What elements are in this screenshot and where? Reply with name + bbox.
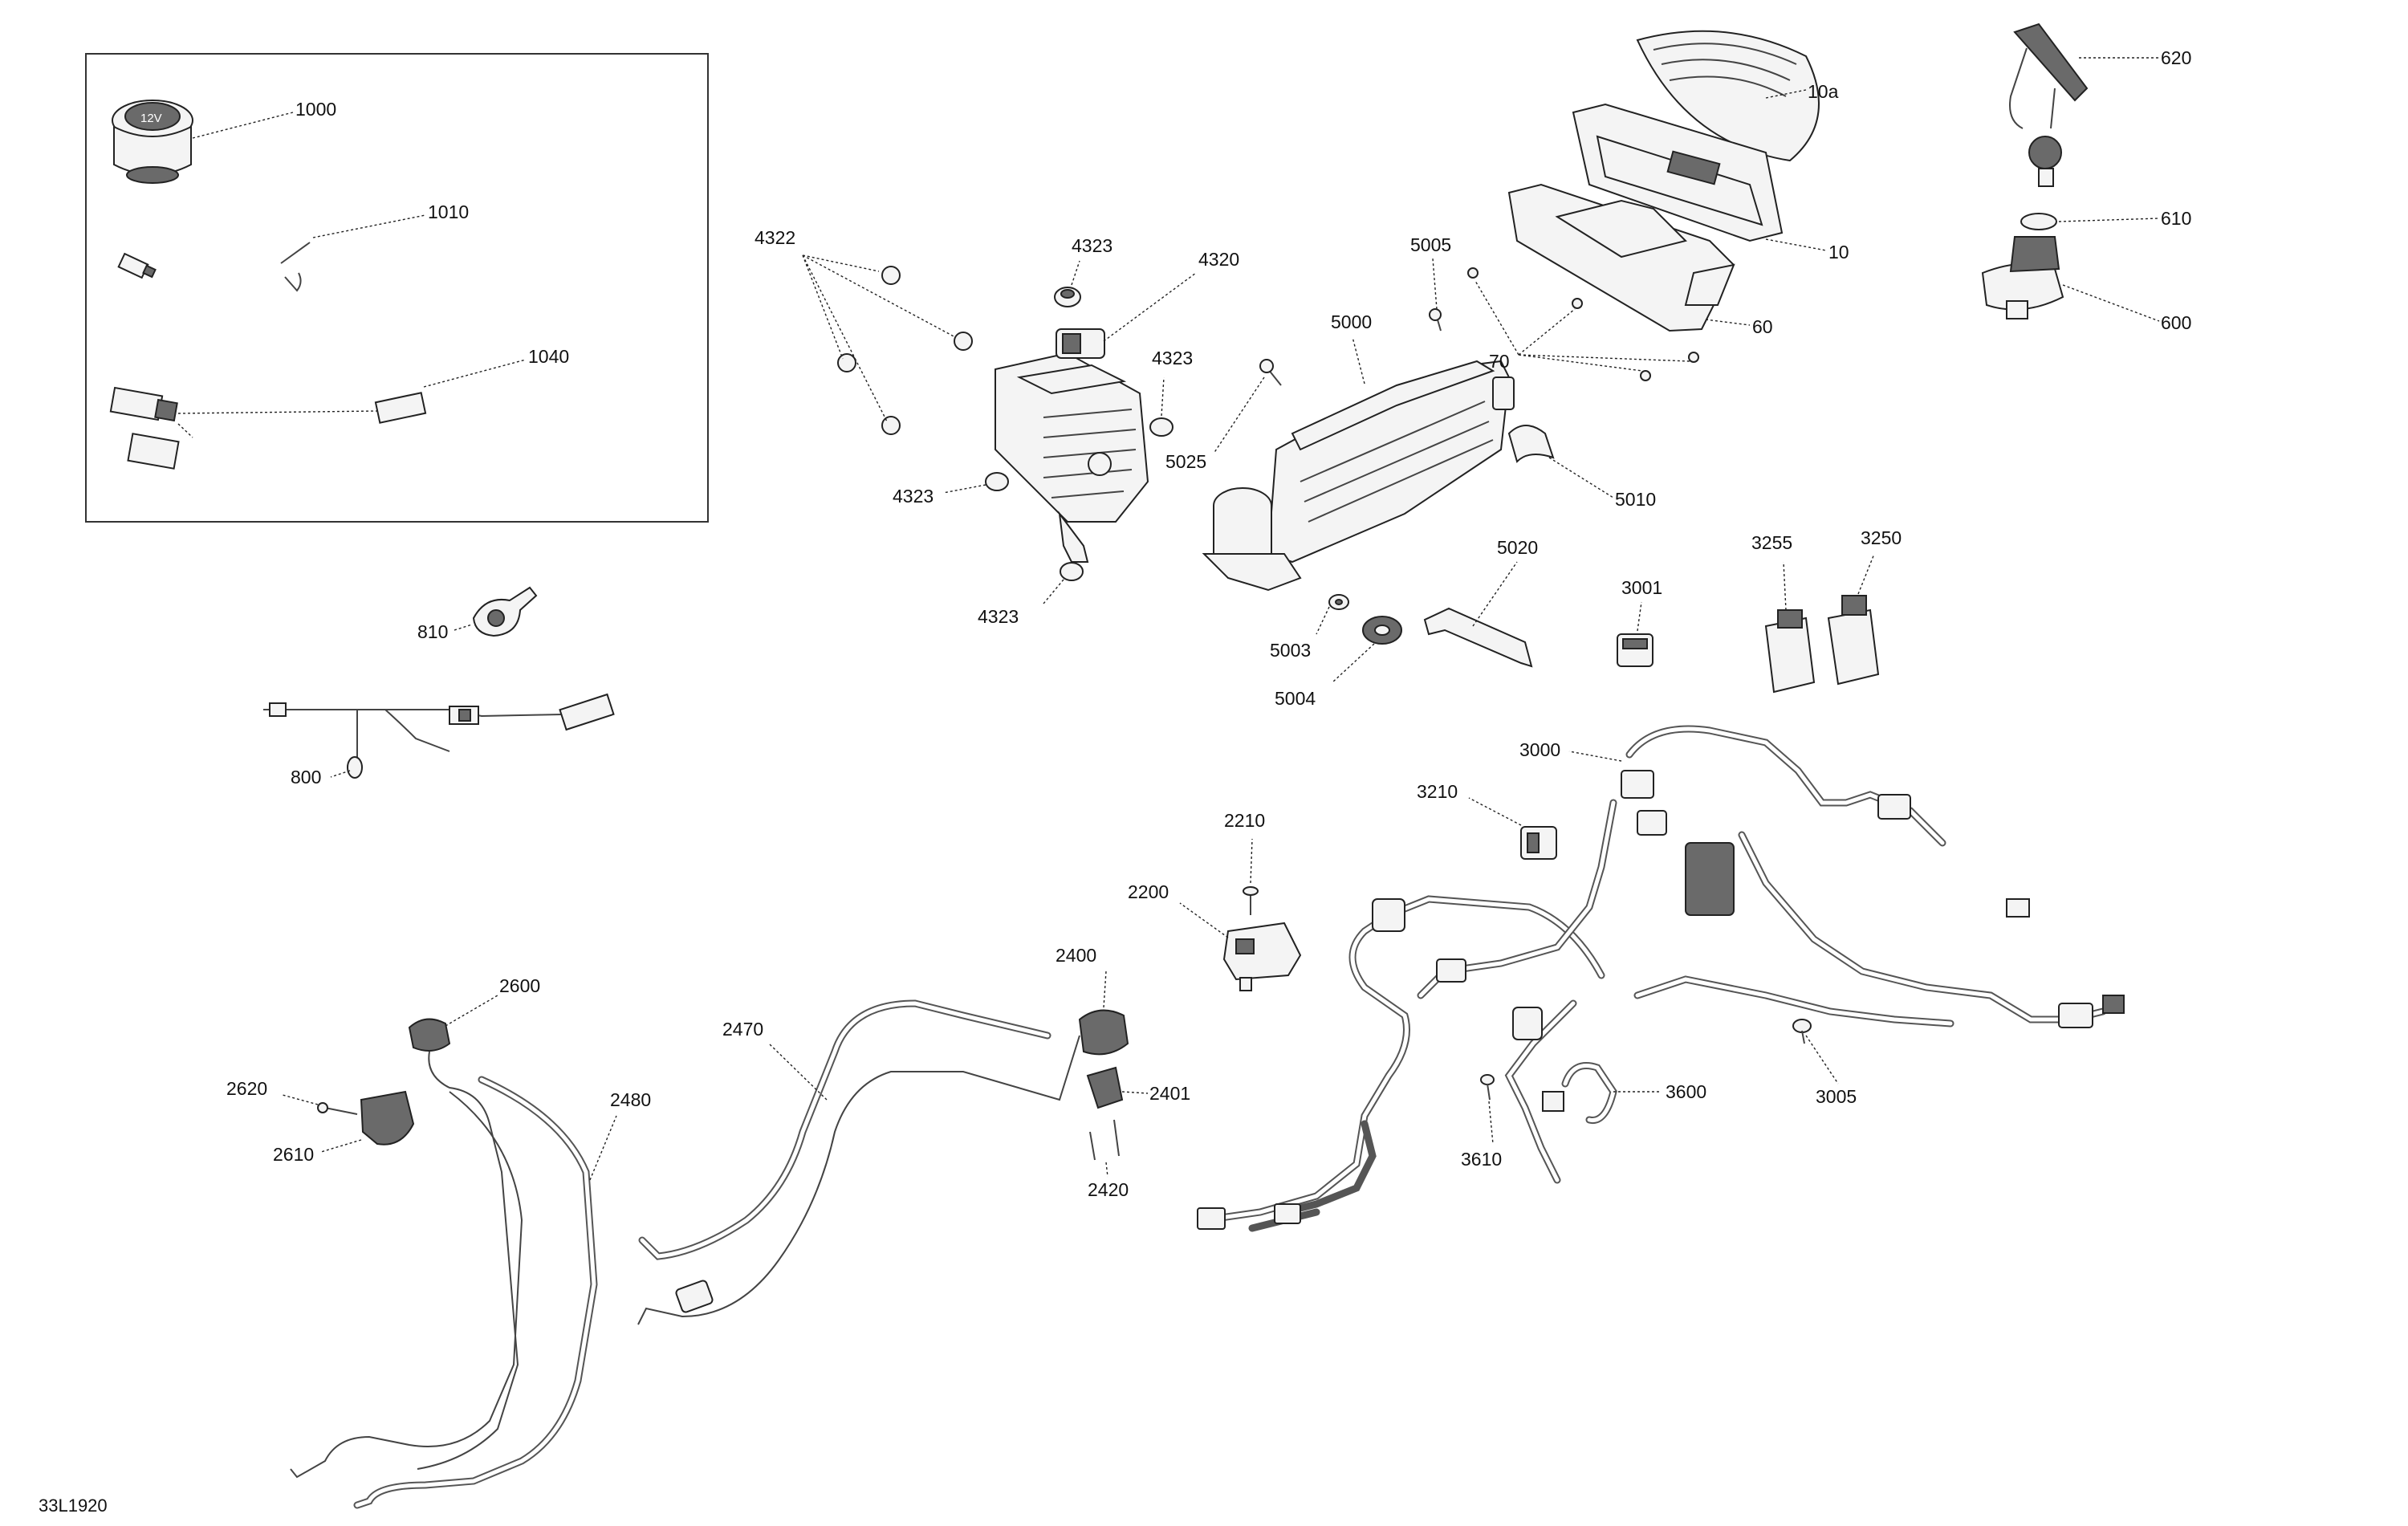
nut-610	[2020, 213, 2057, 230]
callout-1010: 1010	[428, 201, 469, 222]
vent-hose-2480	[290, 1076, 598, 1509]
housing-60	[1507, 183, 1735, 332]
callout-2420: 2420	[1088, 1179, 1129, 1200]
screws-2420	[1089, 1119, 1120, 1161]
vent-hose-2470	[637, 999, 1080, 1325]
callout-2480: 2480	[610, 1089, 651, 1110]
callout-2210: 2210	[1224, 810, 1265, 831]
switch-3255	[1764, 609, 1816, 694]
sensor-2610	[360, 1090, 415, 1146]
screw-5025	[1259, 359, 1282, 386]
callout-5000: 5000	[1331, 311, 1372, 332]
callout-70: 70	[1489, 351, 1510, 372]
ignition-switch-600	[1981, 236, 2064, 319]
screw-5005	[1429, 308, 1442, 332]
grommet-4323-right	[1149, 417, 1173, 437]
key-620	[2009, 22, 2089, 187]
callout-3000: 3000	[1519, 739, 1560, 760]
callout-2610: 2610	[273, 1144, 314, 1165]
map-sensor-2200	[1222, 922, 1302, 991]
adapter-harness-1040	[109, 386, 427, 470]
relay-3001	[1617, 633, 1653, 667]
figure-id: 33L1920	[39, 1495, 108, 1516]
callout-610: 610	[2161, 208, 2191, 229]
callout-5003: 5003	[1270, 640, 1311, 661]
connector-3210	[1520, 826, 1557, 860]
main-harness-3000	[1197, 725, 2125, 1232]
callout-3210: 3210	[1417, 781, 1458, 802]
callout-1040: 1040	[528, 346, 569, 367]
screw-2620	[317, 1102, 358, 1115]
callout-2600: 2600	[499, 975, 540, 996]
callout-600: 600	[2161, 312, 2191, 333]
switch-3250	[1827, 595, 1880, 686]
callout-2470: 2470	[722, 1019, 763, 1040]
callout-4323-d: 4323	[978, 606, 1019, 627]
gauge-cluster-10	[1572, 103, 1784, 242]
screw-3005	[1792, 1019, 1812, 1044]
fuse-clip-1010	[117, 242, 311, 292]
screw-2210	[1243, 886, 1259, 915]
ground-lead-3600	[1561, 1062, 1617, 1125]
callout-4323-b: 4323	[1152, 348, 1193, 368]
callout-4323-c: 4323	[893, 486, 934, 507]
grommet-4323-top	[1054, 287, 1081, 307]
callout-5004: 5004	[1275, 688, 1316, 709]
bezel-10a	[1636, 30, 1820, 162]
callout-3250: 3250	[1861, 527, 1902, 548]
callout-3600: 3600	[1666, 1081, 1706, 1102]
callout-60: 60	[1752, 316, 1773, 337]
hardware-4322	[837, 266, 973, 435]
callout-3610: 3610	[1461, 1149, 1502, 1170]
callout-3255: 3255	[1751, 532, 1792, 553]
callout-3001: 3001	[1621, 577, 1662, 598]
screw-3610	[1480, 1074, 1495, 1101]
callout-2620: 2620	[226, 1078, 267, 1099]
callout-2401: 2401	[1149, 1083, 1190, 1104]
sensor-2600	[408, 1018, 519, 1470]
callout-5010: 5010	[1615, 489, 1656, 510]
callout-5025: 5025	[1165, 451, 1206, 472]
callout-4322: 4322	[755, 227, 795, 248]
screws-70	[1467, 267, 1699, 381]
callout-10: 10	[1828, 242, 1849, 262]
sensor-2400	[1078, 1009, 1129, 1056]
callout-800: 800	[291, 767, 321, 787]
washer-5003	[1328, 594, 1349, 610]
callout-810: 810	[417, 621, 448, 642]
callout-4323-a: 4323	[1072, 235, 1112, 256]
callout-2400: 2400	[1056, 945, 1096, 966]
power-socket-1000: 12V	[112, 100, 193, 184]
grommet-4323-left	[985, 472, 1009, 491]
callout-1000: 1000	[295, 99, 336, 120]
control-module-4320	[995, 328, 1149, 563]
washer-5004	[1362, 616, 1402, 645]
accessory-inset-frame	[85, 53, 709, 523]
callout-3005: 3005	[1816, 1086, 1857, 1107]
callout-5005: 5005	[1410, 234, 1451, 255]
callout-5020: 5020	[1497, 537, 1538, 558]
socket-12v-label: 12V	[140, 112, 162, 125]
extension-harness-800	[263, 693, 615, 779]
connector-cap-810	[472, 586, 538, 637]
bracket-5020	[1423, 607, 1533, 668]
bracket-2401	[1086, 1066, 1124, 1109]
ecm-5000	[1202, 360, 1515, 592]
callout-4320: 4320	[1198, 249, 1239, 270]
callout-10a: 10a	[1808, 81, 1839, 102]
callout-620: 620	[2161, 47, 2191, 68]
callout-2200: 2200	[1128, 881, 1169, 902]
clip-5010	[1507, 425, 1555, 463]
grommet-4323-bottom	[1060, 562, 1084, 581]
